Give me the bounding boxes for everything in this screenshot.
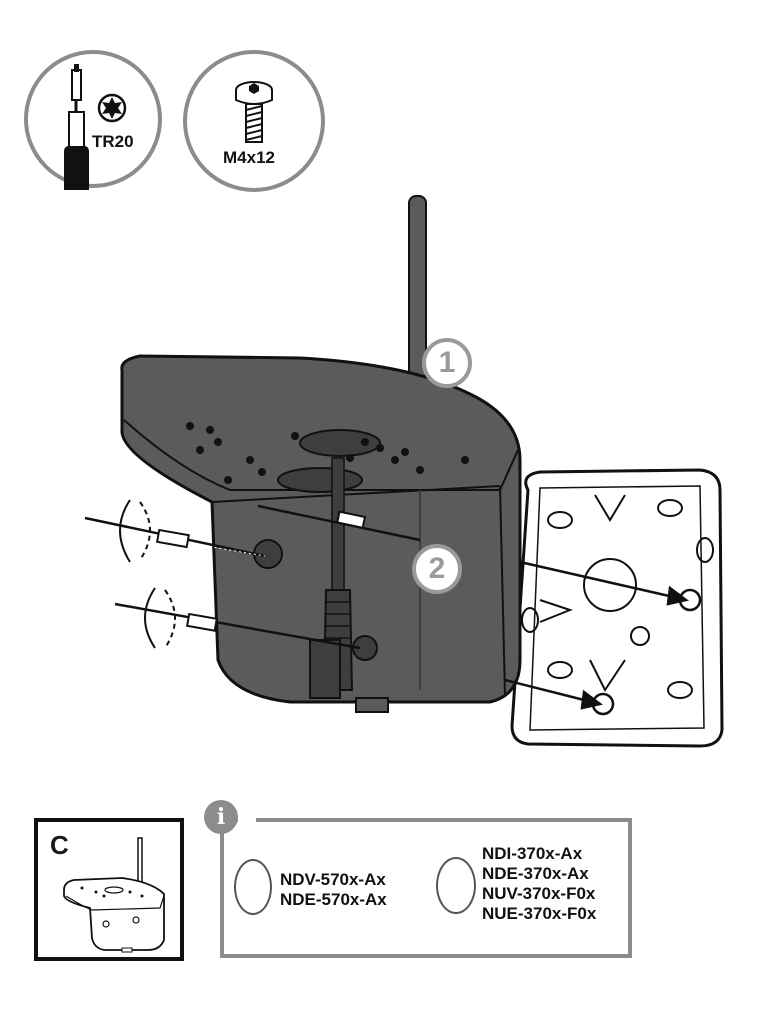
alignment-arrows [504,560,689,710]
screw-size-label: M4x12 [223,148,275,167]
screw-left-lower [114,587,361,650]
driver-size-label: TR20 [92,132,134,151]
camera-housing [120,354,522,713]
torx-driver-icon [64,64,127,190]
screw-left-upper [84,499,266,563]
model-group-a: NDV-570x-Ax NDE-570x-Ax [280,870,387,910]
checkbox-oval-b [436,857,476,914]
panel-letter: C [50,830,69,860]
ethernet-cable [309,457,354,699]
junction-box [510,468,724,748]
callout-2: 2 [412,544,462,594]
model-name: NDV-570x-Ax [280,870,386,889]
model-name: NDI-370x-Ax [482,844,583,863]
screw-icon [235,81,273,143]
model-name: NUE-370x-F0x [482,904,597,923]
callout-1: 1 [422,338,472,388]
driver-tool-circle [24,50,162,188]
info-icon: i [204,800,238,834]
model-name: NDE-370x-Ax [482,864,589,883]
screw-center [257,504,421,542]
model-group-b: NDI-370x-Ax NDE-370x-Ax NUV-370x-F0x NUE… [482,844,596,924]
model-name: NUV-370x-F0x [482,884,596,903]
checkbox-oval-a [234,859,272,915]
model-name: NDE-570x-Ax [280,890,387,909]
mounting-illustration [84,195,724,748]
compatible-models-box [220,818,632,958]
variant-c-thumbnail [63,837,165,953]
variant-c-panel: C [34,818,184,961]
